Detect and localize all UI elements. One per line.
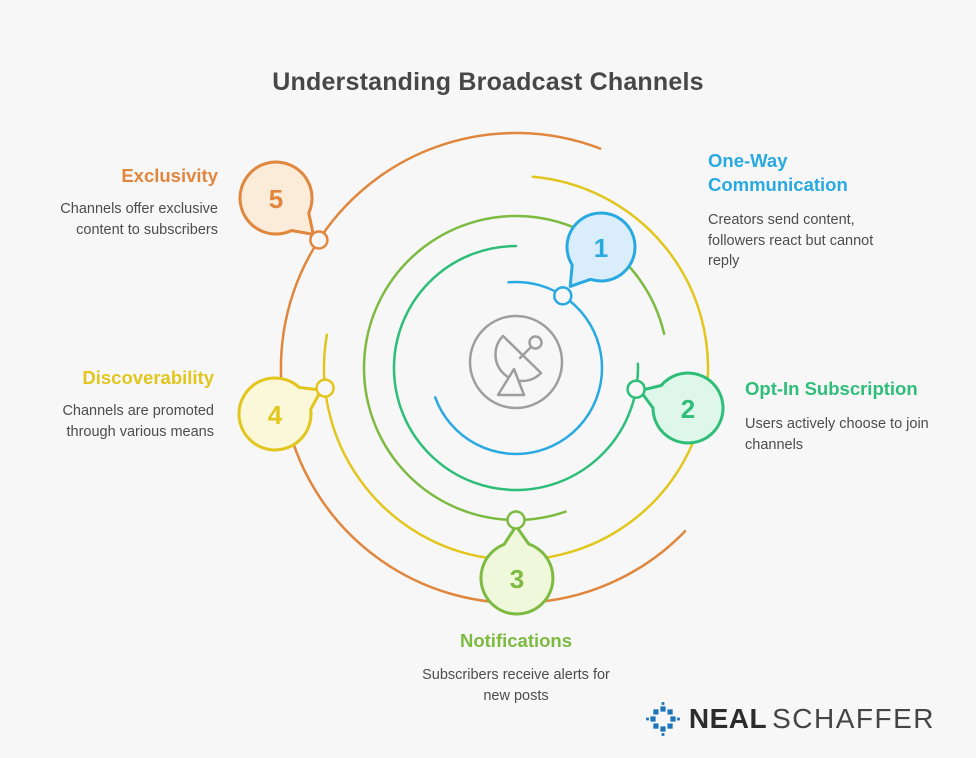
page-title: Understanding Broadcast Channels	[272, 67, 704, 96]
step-bubble-2	[638, 371, 725, 445]
step-label-discoverability: Discoverability Channels are promoted th…	[14, 366, 214, 442]
logo-dot	[670, 716, 676, 722]
connector-node-4	[315, 378, 335, 398]
step-number-1: 1	[594, 233, 608, 263]
step-label-opt-in-subscription: Opt-In Subscription Users actively choos…	[745, 377, 935, 455]
step-description: Users actively choose to join channels	[745, 416, 929, 453]
logo-tick	[661, 702, 665, 705]
step-label-exclusivity: Exclusivity Channels offer exclusive con…	[38, 164, 218, 240]
step-description: Channels offer exclusive content to subs…	[60, 201, 218, 238]
step-description: Creators send content, followers react b…	[708, 212, 874, 269]
spiral-arc-2	[392, 244, 640, 492]
step-label-notifications: Notifications Subscribers receive alerts…	[366, 629, 666, 706]
step-number-4: 4	[268, 400, 283, 430]
connector-node-5	[309, 230, 329, 250]
logo-tick	[676, 717, 680, 721]
logo-dot	[653, 723, 659, 729]
satellite-dish-icon	[468, 314, 564, 410]
logo-dot	[660, 706, 666, 712]
step-bubble-5	[238, 160, 315, 236]
step-heading: Discoverability	[82, 367, 214, 388]
brand-name-second: SCHAFFER	[772, 703, 935, 734]
step-heading: Exclusivity	[121, 165, 218, 186]
spiral-arc-4	[322, 175, 710, 562]
logo-dot	[667, 723, 673, 729]
connector-node-2	[626, 379, 646, 399]
connector-node-1	[553, 286, 573, 306]
logo-dot	[653, 709, 659, 715]
step-bubble-3	[479, 524, 555, 616]
logo-dot	[650, 716, 656, 722]
brand-logo: NEAL SCHAFFER	[644, 700, 935, 738]
logo-tick	[661, 733, 665, 736]
step-number-3: 3	[510, 564, 524, 594]
brand-logo-icon	[645, 702, 680, 736]
step-bubble-1	[565, 211, 637, 288]
step-label-one-way-communication: One-Way Communication Creators send cont…	[708, 149, 893, 272]
step-heading: Opt-In Subscription	[745, 378, 918, 399]
step-number-5: 5	[269, 184, 283, 214]
brand-name-first: NEAL	[688, 703, 768, 734]
step-description: Subscribers receive alerts for new posts	[422, 667, 610, 704]
step-description: Channels are promoted through various me…	[62, 403, 214, 440]
step-heading: One-Way Communication	[708, 150, 848, 195]
logo-tick	[645, 717, 649, 721]
connector-node-3	[506, 510, 526, 530]
step-heading: Notifications	[459, 630, 573, 651]
logo-dot	[660, 726, 666, 732]
logo-dot	[667, 709, 673, 715]
step-number-2: 2	[681, 394, 695, 424]
step-bubble-4	[237, 376, 323, 452]
